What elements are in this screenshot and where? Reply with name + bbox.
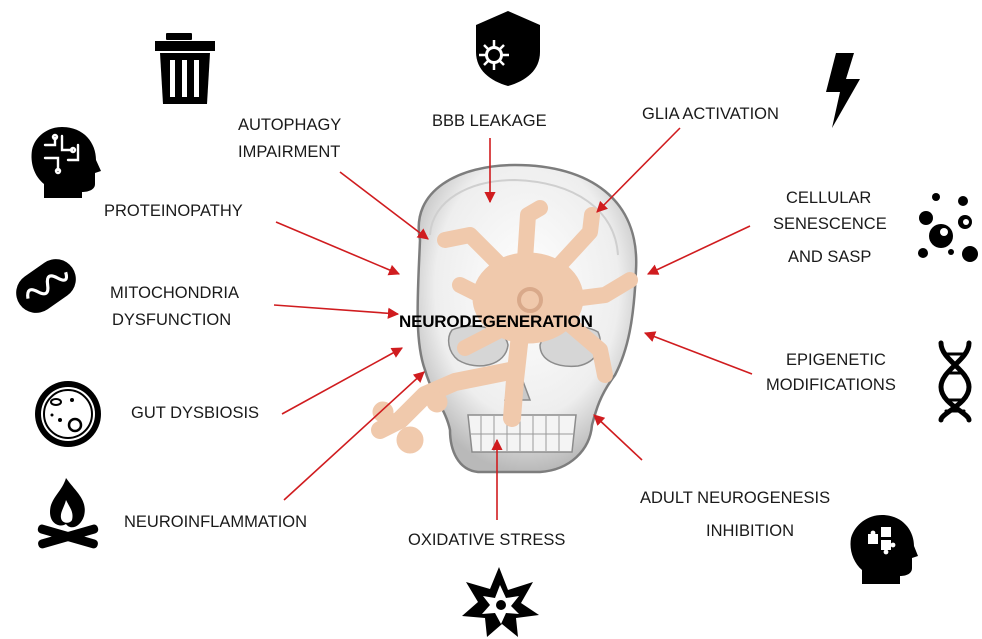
arrow-senescence <box>648 226 750 274</box>
label-senescence-line2: SENESCENCE <box>773 216 887 233</box>
dna-helix-icon <box>941 343 969 420</box>
trash-can-icon <box>155 33 215 104</box>
label-mitochondria-line1: MITOCHONDRIA <box>110 285 239 302</box>
petri-dish-icon <box>35 381 101 447</box>
label-autophagy-line2: IMPAIRMENT <box>238 144 340 161</box>
campfire-icon <box>37 478 99 549</box>
arrow-mitochondria <box>274 305 398 314</box>
label-bbb-leakage: BBB LEAKAGE <box>432 113 547 130</box>
center-label: NEURODEGENERATION <box>399 312 593 332</box>
label-gut-dysbiosis: GUT DYSBIOSIS <box>131 405 259 422</box>
explosion-icon <box>462 567 539 637</box>
label-oxidative-stress: OXIDATIVE STRESS <box>408 532 565 549</box>
particles-icon <box>918 193 978 262</box>
label-epigenetic-line1: EPIGENETIC <box>786 352 886 369</box>
label-autophagy-line1: AUTOPHAGY <box>238 117 341 134</box>
label-mitochondria-line2: DYSFUNCTION <box>112 312 231 329</box>
label-proteinopathy: PROTEINOPATHY <box>104 203 243 220</box>
arrow-autophagy <box>340 172 428 239</box>
brain-head-icon <box>32 127 102 198</box>
label-epigenetic-line2: MODIFICATIONS <box>766 377 896 394</box>
label-senescence-line1: CELLULAR <box>786 190 871 207</box>
label-neuroinflammation: NEUROINFLAMMATION <box>124 514 307 531</box>
label-neurogenesis-line1: ADULT NEUROGENESIS <box>640 490 830 507</box>
arrow-glia <box>597 128 680 212</box>
mitochondrion-icon <box>8 251 83 320</box>
arrow-neurogenesis <box>594 415 642 460</box>
puzzle-head-icon <box>850 515 918 584</box>
arrow-epigenetic <box>645 333 752 374</box>
virus-shield-icon <box>476 11 540 86</box>
label-neurogenesis-line2: INHIBITION <box>706 523 794 540</box>
lightning-bolt-icon <box>826 53 860 128</box>
label-senescence-line3: AND SASP <box>788 249 871 266</box>
label-glia-activation: GLIA ACTIVATION <box>642 106 779 123</box>
arrow-proteinopathy <box>276 222 399 274</box>
